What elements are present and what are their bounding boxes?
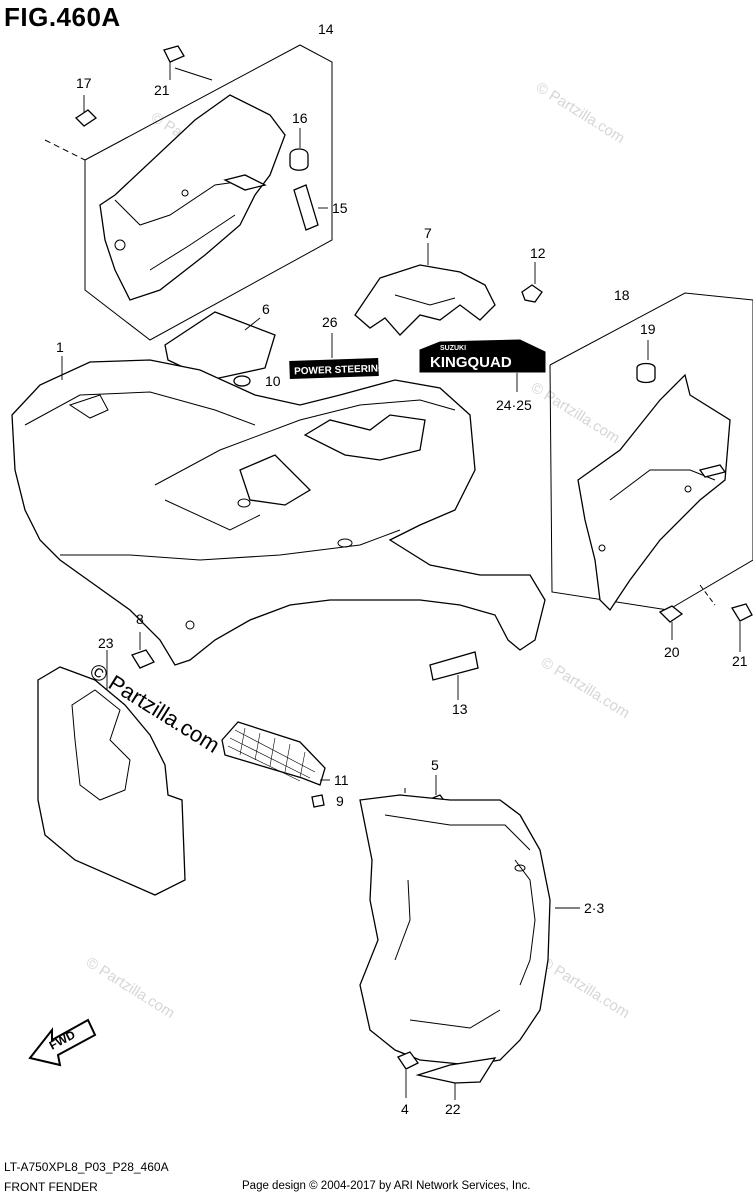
suzuki-decal-text: SUZUKI xyxy=(440,345,466,352)
callout-4: 4 xyxy=(401,1101,409,1117)
part-14-left-inner-panel-assembly xyxy=(44,44,333,341)
callout-21: 21 xyxy=(154,82,170,98)
callout-26: 26 xyxy=(322,314,338,330)
callout-6: 6 xyxy=(262,301,270,317)
callout-19: 19 xyxy=(640,321,656,337)
callout-15: 15 xyxy=(332,200,348,216)
callout-18: 18 xyxy=(614,287,630,303)
watermark: © Partzilla.com xyxy=(528,379,623,447)
watermark: © Partzilla.com xyxy=(83,954,178,1022)
part-15-pad xyxy=(293,184,328,231)
copyright-notice: Page design © 2004-2017 by ARI Network S… xyxy=(242,1180,531,1192)
callout-labels: 14 17 21 16 15 7 12 18 6 26 19 1 10 24·2… xyxy=(56,21,748,1117)
part-19-grommet xyxy=(636,340,656,384)
callout-8: 8 xyxy=(136,611,144,627)
part-24-25-kingquad-decal: SUZUKI KINGQUAD xyxy=(419,339,546,392)
callout-23: 23 xyxy=(98,635,114,651)
power-steering-decal-text: POWER STEERING xyxy=(294,363,386,377)
figure-title: FIG.460A xyxy=(4,2,121,32)
part-18-right-inner-panel-assembly xyxy=(549,292,753,612)
forward-direction-arrow: FWD xyxy=(28,1018,97,1067)
part-23-side-cover xyxy=(37,650,186,896)
part-22-mud-flap xyxy=(415,1057,497,1100)
part-14-inner-panel xyxy=(99,94,286,301)
callout-9: 9 xyxy=(336,793,344,809)
watermark: © Partzilla.com xyxy=(533,79,628,147)
part-4-screw xyxy=(397,1051,419,1098)
callout-21: 21 xyxy=(732,653,748,669)
part-1-front-fender xyxy=(11,356,546,666)
callout-5: 5 xyxy=(431,757,439,773)
part-6-lid xyxy=(164,311,276,381)
callout-14: 14 xyxy=(318,21,334,37)
watermark: © Partzilla.com xyxy=(538,654,633,722)
part-21-screw-top xyxy=(163,45,185,80)
part-11-mesh-grille xyxy=(221,721,330,786)
callout-24-25: 24·25 xyxy=(496,397,532,413)
callout-1: 1 xyxy=(56,339,64,355)
part-8-screw xyxy=(131,632,155,669)
part-20-clip xyxy=(658,605,684,640)
callout-10: 10 xyxy=(265,373,281,389)
part-17-clip xyxy=(74,95,98,127)
callout-16: 16 xyxy=(292,110,308,126)
callout-7: 7 xyxy=(424,225,432,241)
part-9-clip xyxy=(311,794,325,808)
part-12-clip xyxy=(521,262,543,303)
callout-12: 12 xyxy=(530,245,546,261)
part-10-cushion xyxy=(233,375,251,387)
callout-20: 20 xyxy=(664,644,680,660)
callout-22: 22 xyxy=(445,1101,461,1117)
section-name: FRONT FENDER xyxy=(4,1180,98,1194)
part-13-pad xyxy=(429,651,479,700)
part-21-screw-right xyxy=(730,603,753,652)
callout-13: 13 xyxy=(452,701,468,717)
callout-17: 17 xyxy=(76,75,92,91)
callout-11: 11 xyxy=(334,772,349,788)
kingquad-decal-text: KINGQUAD xyxy=(430,354,512,371)
part-18-inner-panel xyxy=(577,373,731,612)
part-16-grommet xyxy=(289,128,309,171)
part-2-3-inner-fender xyxy=(359,794,580,1066)
diagram-code: LT-A750XPL8_P03_P28_460A xyxy=(4,1160,169,1174)
part-26-power-steering-decal: POWER STEERING xyxy=(289,333,386,380)
part-7-handlebar-cover xyxy=(354,243,496,336)
watermark: © Partzilla.com xyxy=(538,954,633,1022)
callout-2-3: 2·3 xyxy=(584,900,604,916)
